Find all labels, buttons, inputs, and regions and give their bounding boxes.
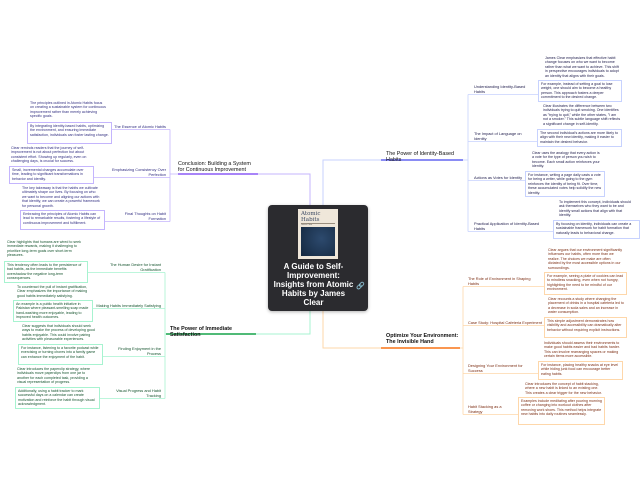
leaf-note[interactable]: For instance, listening to a favorite po… [18,344,103,365]
topic-label[interactable]: The Impact of Language on Identity [474,131,522,141]
leaf-note[interactable]: Clear uses the analogy that every action… [532,151,600,169]
topic-label[interactable]: The Human Desire for Instant Gratificati… [109,262,161,272]
leaf-note[interactable]: To implement this concept, individuals s… [559,200,631,218]
branch-title[interactable]: The Power of Immediate Satisfaction [170,326,233,339]
topic-label[interactable]: Final Thoughts on Habit Formation [124,211,166,221]
branch-title[interactable]: Conclusion: Building a System for Contin… [178,161,251,174]
leaf-note[interactable]: For example, seeing a plate of cookies c… [544,272,627,295]
leaf-note[interactable]: This simple adjustment demonstrates how … [544,317,627,338]
leaf-note[interactable]: For instance, placing healthy snacks at … [538,361,623,380]
leaf-note[interactable]: By focusing on identity, individuals can… [553,220,640,239]
leaf-note[interactable]: Examples include meditating after pourin… [518,397,605,425]
topic-label[interactable]: Understanding Identity-Based Habits [474,84,526,94]
branch-connector [256,302,311,335]
branch-title[interactable]: The Power of Identity-Based Habits [386,151,455,164]
topic-label[interactable]: Actions as Votes for Identity [474,175,523,180]
leaf-note[interactable]: Additionally, using a habit tracker to m… [15,387,100,409]
leaf-note[interactable]: Clear reminds readers that the journey o… [11,146,87,164]
leaf-note[interactable]: By integrating identity-based habits, op… [27,122,112,144]
branch-connector [322,159,381,205]
leaf-note[interactable]: Clear introduces the paperclip strategy,… [17,367,91,385]
topic-label[interactable]: Case Study: Hospital Cafeteria Experimen… [468,320,542,325]
link-icon[interactable]: 🔗 [356,283,365,290]
cover-divider [301,222,335,223]
leaf-note[interactable]: The second individual's actions are more… [537,129,622,147]
leaf-note[interactable]: Clear introduces the concept of habit st… [525,382,602,395]
leaf-note[interactable]: Clear recounts a study where changing th… [548,297,624,315]
branch-connector [322,302,381,349]
cover-author: James Clear [301,224,313,226]
topic-label[interactable]: The Essence of Atomic Habits [114,124,166,129]
leaf-note[interactable]: This tendency often leads to the persist… [4,261,88,283]
leaf-note[interactable]: Small, incremental changes accumulate ov… [9,166,94,184]
topic-label[interactable]: Habit Stacking as a Strategy [468,404,502,414]
topic-label[interactable]: Visual Progress and Habit Tracking [116,388,161,398]
leaf-note[interactable]: James Clear emphasizes that effective ha… [545,56,619,78]
leaf-note[interactable]: To counteract the pull of instant gratif… [17,285,88,298]
topic-label[interactable]: Emphasizing Consistency Over Perfection [111,167,166,177]
branch-title[interactable]: Optimize Your Environment: The Invisible… [386,333,459,346]
leaf-note[interactable]: Clear illustrates the difference between… [543,104,621,126]
leaf-note[interactable]: Individuals should assess their environm… [544,341,620,359]
topic-label[interactable]: Finding Enjoyment in the Process [118,346,161,356]
topic-label[interactable]: Making Habits Immediately Satisfying [96,303,161,308]
branch-connector [258,173,311,205]
central-topic-title: A Guide to Self-Improvement: Insights fr… [273,262,354,307]
leaf-note[interactable]: An example is a public health initiative… [13,300,93,322]
topic-label[interactable]: The Role of Environment in Shaping Habit… [468,276,531,286]
leaf-note[interactable]: For instance, writing a page daily casts… [525,171,605,198]
cover-title: Atomic Habits [301,211,321,223]
central-topic-node[interactable]: Atomic Habits James Clear A Guide to Sel… [268,205,368,311]
leaf-note[interactable]: Embracing the principles of Atomic Habit… [20,210,105,230]
topic-label[interactable]: Practical Application of Identity-Based … [474,221,540,231]
leaf-note[interactable]: Clear argues that our environment signif… [548,248,623,270]
leaf-note[interactable]: Clear suggests that individuals should s… [22,324,95,342]
topic-label[interactable]: Designing Your Environment for Success [468,363,523,373]
leaf-note[interactable]: The key takeaway is that the habits we c… [22,186,100,208]
leaf-note[interactable]: Clear highlights that humans are wired t… [7,240,81,258]
cover-artwork [301,227,335,256]
leaf-note[interactable]: The principles outlined in Atomic Habits… [30,101,106,119]
leaf-note[interactable]: For example, instead of setting a goal t… [538,80,622,102]
book-cover-image: Atomic Habits James Clear [298,209,338,259]
